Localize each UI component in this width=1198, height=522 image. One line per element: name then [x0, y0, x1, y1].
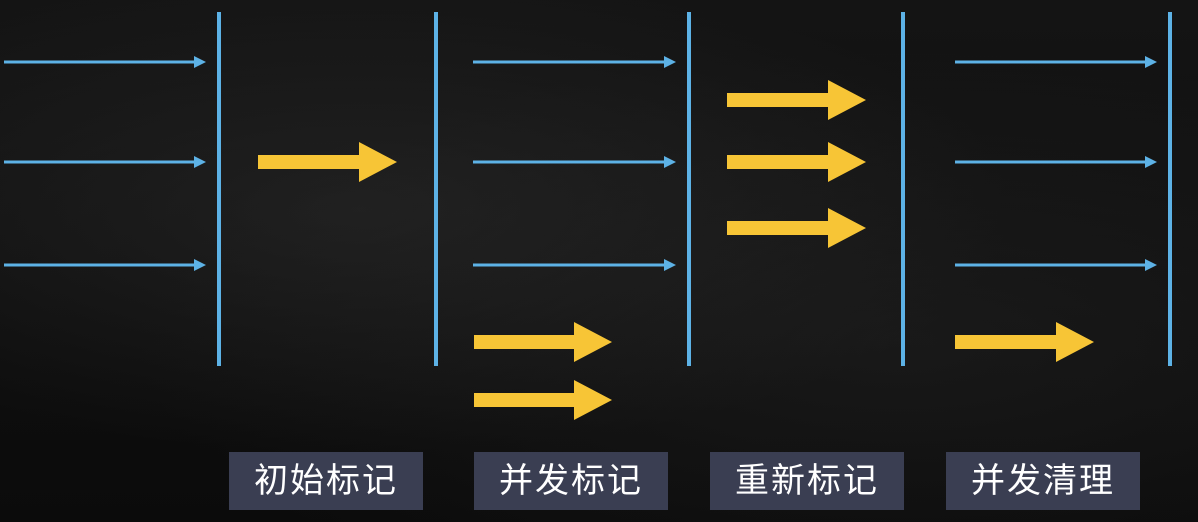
- phase-label-remark: 重新标记: [710, 452, 904, 510]
- user-thread-arrow-s3-3: [473, 259, 676, 271]
- gc-thread-arrow-remark-3: [727, 208, 866, 248]
- gc-thread-arrow-remark-1: [727, 80, 866, 120]
- phase-label-concurrent-mark: 并发标记: [474, 452, 668, 510]
- gc-thread-arrow-concurrent-mark-1: [474, 322, 612, 362]
- gc-thread-arrow-concurrent-mark-2: [474, 380, 612, 420]
- phase-label-concurrent-sweep: 并发清理: [946, 452, 1140, 510]
- user-thread-arrow-s1-3: [4, 259, 206, 271]
- user-thread-arrow-s5-1: [955, 56, 1157, 68]
- user-thread-arrow-s1-2: [4, 156, 206, 168]
- gc-thread-arrow-concurrent-sweep: [955, 322, 1094, 362]
- user-thread-arrow-s5-3: [955, 259, 1157, 271]
- user-thread-arrow-s5-2: [955, 156, 1157, 168]
- phase-label-initial-mark: 初始标记: [229, 452, 423, 510]
- user-thread-arrow-s3-1: [473, 56, 676, 68]
- gc-thread-arrow-initial-mark: [258, 142, 397, 182]
- user-thread-arrow-s3-2: [473, 156, 676, 168]
- user-thread-arrow-s1-1: [4, 56, 206, 68]
- gc-thread-arrow-remark-2: [727, 142, 866, 182]
